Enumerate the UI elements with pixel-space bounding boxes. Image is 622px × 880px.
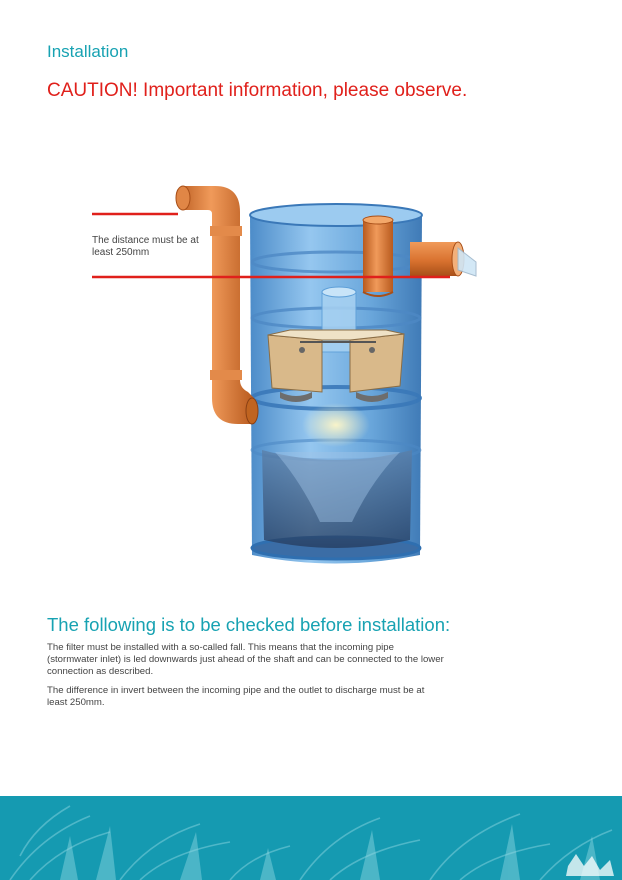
section-title: Installation (47, 42, 129, 61)
caution-heading: CAUTION! Important information, please o… (47, 80, 468, 101)
inlet-pipe (176, 186, 254, 424)
checklist-paragraph-invert: The difference in invert between the inc… (47, 685, 425, 708)
checklist-paragraph-fall: The filter must be installed with a so-c… (47, 642, 444, 677)
filter-installation-illustration (92, 185, 477, 564)
tank-rim (249, 203, 423, 227)
outlet-pipe (410, 242, 458, 276)
filter-basket-left (267, 334, 323, 393)
footer-foliage-band (0, 796, 622, 880)
checklist-heading: The following is to be checked before in… (47, 614, 451, 635)
distance-callout: The distance must be at least 250mm (92, 235, 199, 258)
